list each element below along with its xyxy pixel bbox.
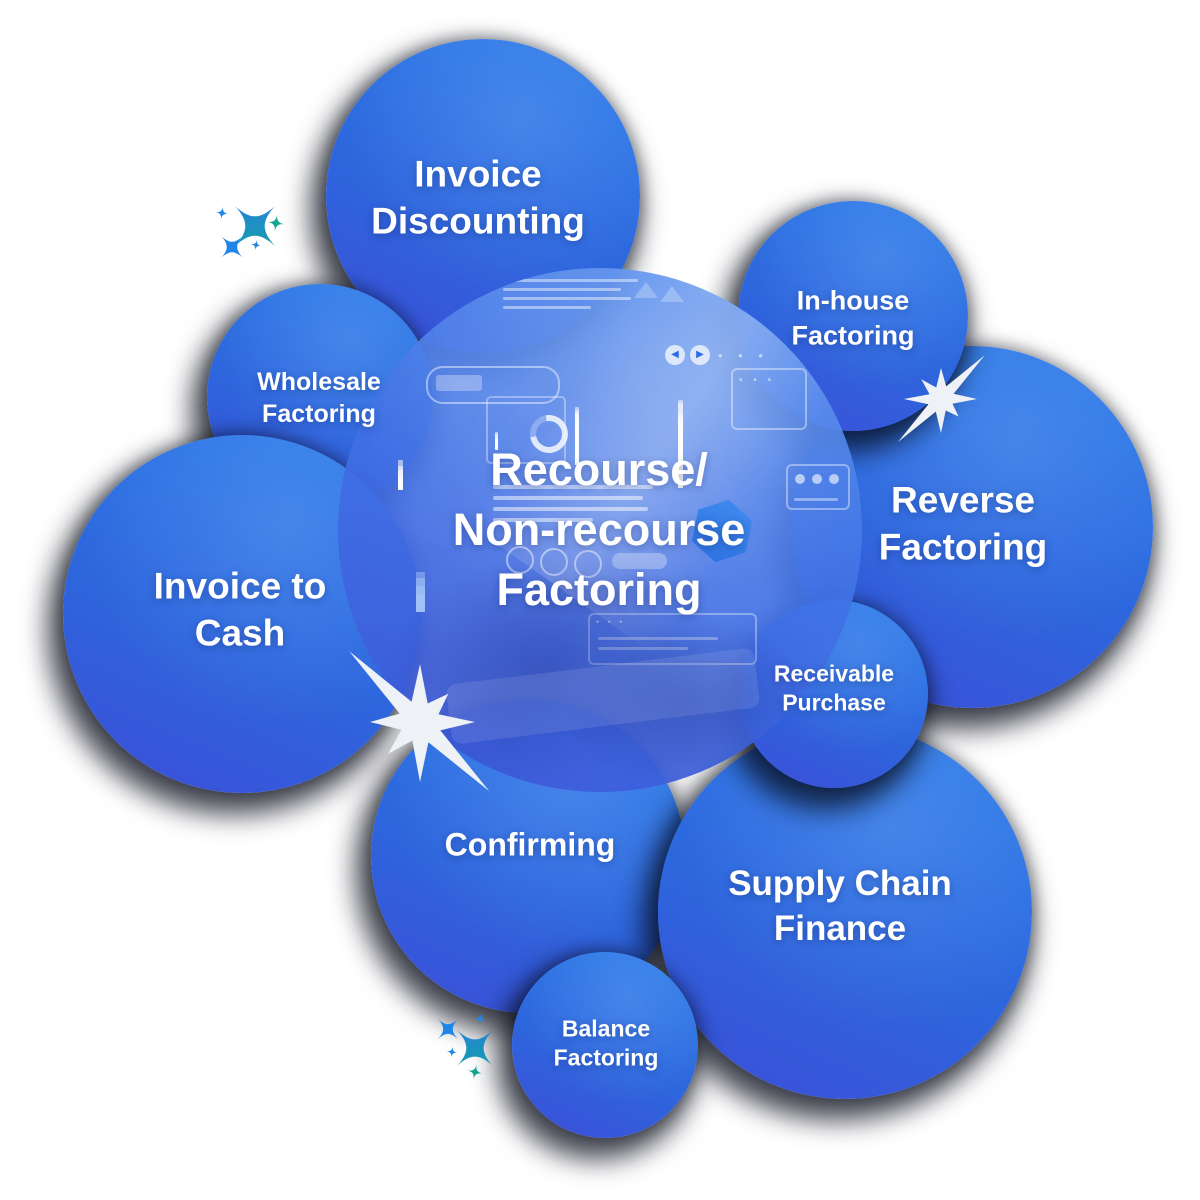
dial-graphic [574,550,602,578]
mountain-icon [634,282,658,298]
text-lines-graphic [503,273,638,315]
users-card-graphic [786,464,850,510]
label-confirming: Confirming [444,826,616,863]
bubble-balance-factoring [512,952,698,1138]
bar-chart-graphic [575,403,675,465]
label-balance-factoring: Balance Factoring [553,1015,659,1071]
forward-arrow-icon: ▶ [690,345,710,365]
text-lines-graphic [493,478,653,529]
mountain-icon [660,286,684,302]
starburst-icon [349,651,490,792]
bar-chart-graphic [678,396,783,488]
stats-card-graphic [486,396,566,464]
sparkle-cluster-icon [215,206,285,258]
document-window-graphic: • • • [588,613,757,665]
label-reverse-factoring: Reverse Factoring [878,479,1048,568]
toolbar-dots-icon: • • • [718,348,769,363]
dial-graphic [506,546,534,574]
label-receivable-purchase: Receivable Purchase [773,660,895,716]
pill-graphic [612,553,667,569]
dial-graphic [540,548,568,576]
label-recourse-non-recourse-factoring: Recourse/ Non-recourse Factoring [452,444,746,615]
label-in-house-factoring: In-house Factoring [791,285,915,350]
label-wholesale-factoring: Wholesale Factoring [257,368,381,428]
sparkle-cluster-icon [438,1013,493,1080]
browser-window-graphic: • • • [731,368,807,430]
label-invoice-discounting: Invoice Discounting [371,153,585,242]
starburst-icon [898,355,985,442]
back-arrow-icon: ◀ [665,345,685,365]
label-supply-chain-finance: Supply Chain Finance [728,864,952,948]
label-invoice-to-cash: Invoice to Cash [153,565,327,654]
search-bar-graphic [426,366,560,404]
